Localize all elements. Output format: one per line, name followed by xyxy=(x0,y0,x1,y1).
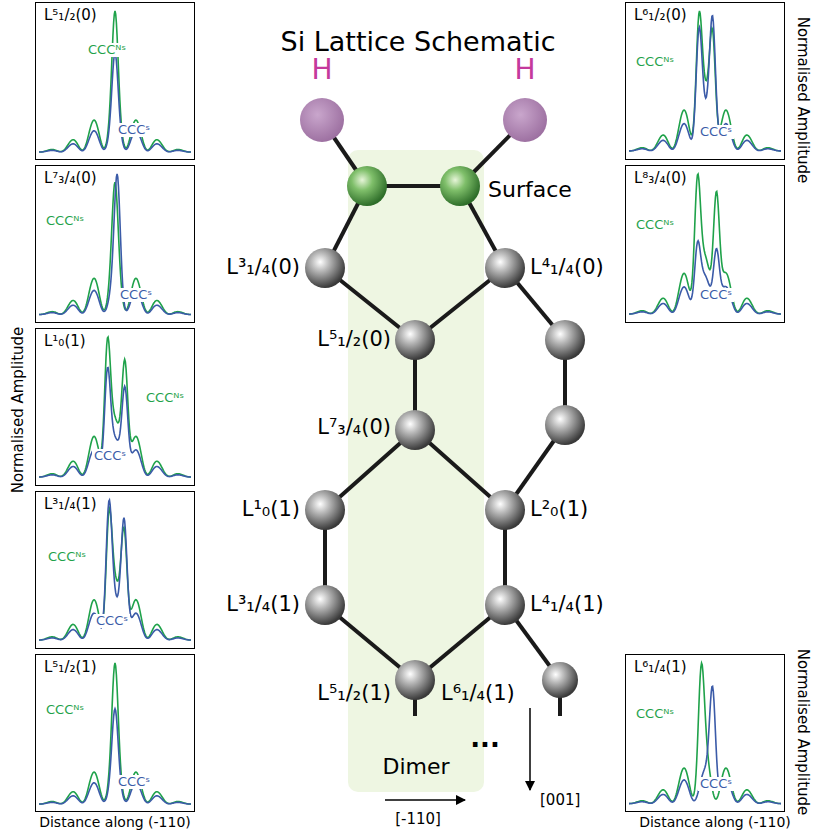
series-label: CCCˢ xyxy=(92,449,128,463)
series-label: CCCˢ xyxy=(94,614,130,628)
series-label: CCCᴺˢ xyxy=(86,43,128,57)
amplitude-plot xyxy=(36,166,194,322)
axis-label: Normalised Amplitude xyxy=(795,17,812,184)
site-label: L⁵₁/₂(0) xyxy=(317,328,391,351)
atom-sphere xyxy=(485,585,525,625)
atom-sphere xyxy=(485,490,525,530)
curve-s xyxy=(39,368,191,477)
curve-s xyxy=(39,53,191,152)
curve-s xyxy=(39,174,191,315)
continuation-dots: ... xyxy=(470,724,500,753)
atom-sphere xyxy=(440,166,480,206)
axis-label: Normalised Amplitude xyxy=(10,327,27,494)
series-label: CCCˢ xyxy=(116,775,152,789)
atom-sphere xyxy=(545,320,585,360)
plot-title: L⁵₁/₂(1) xyxy=(42,659,99,676)
direction-label: [-110] xyxy=(395,811,441,828)
series-label: CCCᴺˢ xyxy=(634,707,676,721)
series-label: CCCᴺˢ xyxy=(144,391,186,405)
direction-arrow xyxy=(385,799,465,801)
atom-label: H xyxy=(311,55,332,86)
series-label: CCCᴺˢ xyxy=(46,550,88,564)
curve-s xyxy=(629,241,781,314)
profile-plot: L⁸₃/₄(0) CCCᴺˢCCCˢ xyxy=(625,165,785,323)
plot-title: L¹₀(1) xyxy=(42,333,88,350)
atom-sphere xyxy=(542,662,578,698)
series-label: CCCˢ xyxy=(698,288,734,302)
amplitude-plot xyxy=(36,655,194,811)
plot-title: L⁷₃/₄(0) xyxy=(42,170,99,187)
site-label: L¹₀(1) xyxy=(242,498,300,521)
atom-sphere xyxy=(300,98,344,142)
series-label: CCCᴺˢ xyxy=(44,214,86,228)
curve-ns xyxy=(629,11,781,151)
profile-plot: L⁵₁/₂(0) CCCᴺˢCCCˢ xyxy=(35,2,195,160)
site-label: L⁵₁/₂(1) xyxy=(317,682,391,705)
series-label: CCCˢ xyxy=(116,123,152,137)
atom-sphere xyxy=(485,248,525,288)
atom-sphere xyxy=(395,660,435,700)
site-label: L³₁/₄(0) xyxy=(226,256,300,279)
figure-title: Si Lattice Schematic xyxy=(280,27,555,57)
curve-s xyxy=(39,709,191,804)
plot-title: L⁸₃/₄(0) xyxy=(632,170,689,187)
atom-label: H xyxy=(514,55,535,86)
series-label: CCCˢ xyxy=(698,125,734,139)
curve-ns xyxy=(39,337,191,477)
profile-plot: L⁷₃/₄(0) CCCᴺˢCCCˢ xyxy=(35,165,195,323)
profile-plot: L⁵₁/₂(1) CCCᴺˢCCCˢ xyxy=(35,654,195,812)
site-label: L⁶₁/₄(1) xyxy=(441,682,515,705)
direction-arrow xyxy=(529,708,531,790)
atom-sphere xyxy=(347,166,387,206)
curve-ns xyxy=(39,508,191,640)
curve-ns xyxy=(629,663,781,804)
plot-title: L⁵₁/₂(0) xyxy=(42,7,99,24)
band-label: Dimer xyxy=(382,755,449,779)
atom-sphere xyxy=(545,405,585,445)
site-label: L⁴₁/₄(0) xyxy=(530,256,604,279)
profile-plot: L⁶₁/₄(1) CCCᴺˢCCCˢ xyxy=(625,654,785,812)
plot-title: L³₁/₄(1) xyxy=(42,496,99,513)
profile-plot: L¹₀(1) CCCᴺˢCCCˢ xyxy=(35,328,195,486)
profile-plot: L⁶₁/₂(0) CCCᴺˢCCCˢ xyxy=(625,2,785,160)
curve-ns xyxy=(39,11,191,152)
site-label: L⁷₃/₄(0) xyxy=(317,416,391,439)
atom-sphere xyxy=(305,248,345,288)
surface-label: Surface xyxy=(488,178,572,202)
profile-plot: L³₁/₄(1) CCCᴺˢCCCˢ xyxy=(35,491,195,649)
site-label: L²₀(1) xyxy=(530,498,588,521)
series-label: CCCᴺˢ xyxy=(634,55,676,69)
site-label: L³₁/₄(1) xyxy=(226,593,300,616)
atom-sphere xyxy=(305,490,345,530)
curve-s xyxy=(629,16,781,151)
site-label: L⁴₁/₄(1) xyxy=(530,593,604,616)
axis-label: Distance along (-110) xyxy=(39,815,191,830)
curve-s xyxy=(629,686,781,803)
plot-title: L⁶₁/₄(1) xyxy=(632,659,689,676)
direction-label: [001] xyxy=(540,792,580,809)
amplitude-plot xyxy=(36,3,194,159)
plot-title: L⁶₁/₂(0) xyxy=(632,7,689,24)
atom-sphere xyxy=(395,410,435,450)
atom-sphere xyxy=(395,320,435,360)
series-label: CCCᴺˢ xyxy=(44,703,86,717)
series-label: CCCˢ xyxy=(118,288,154,302)
axis-label: Normalised Amplitude xyxy=(795,649,812,816)
atom-sphere xyxy=(305,585,345,625)
curve-ns xyxy=(629,174,781,314)
series-label: CCCˢ xyxy=(698,777,734,791)
curve-s xyxy=(39,500,191,640)
atom-sphere xyxy=(503,98,547,142)
curve-ns xyxy=(39,663,191,804)
series-label: CCCᴺˢ xyxy=(634,218,676,232)
axis-label: Distance along (-110) xyxy=(639,815,791,830)
